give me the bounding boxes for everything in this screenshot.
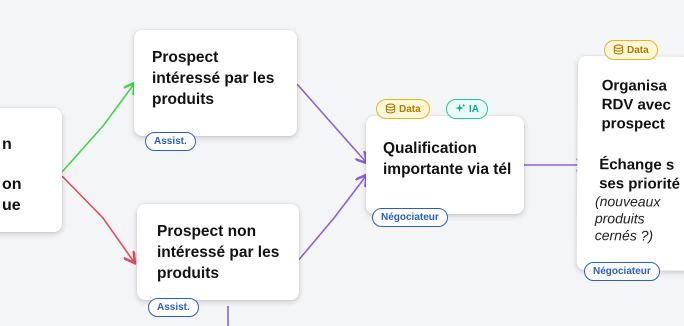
start-node-line-1: n [2,136,12,153]
sparkle-icon [455,103,466,113]
prospect-interested-card[interactable]: Prospect intéressé par les produits [134,30,297,136]
role-badge-assist: Assist. [145,132,196,151]
role-badge-negociateur: Négociateur [584,262,660,281]
rdv-card[interactable]: Organisa RDV avec prospect Échange s ses… [576,56,684,271]
qualification-title: Qualification importante via tél [383,140,512,178]
role-badge-assist: Assist. [148,298,199,317]
start-node-line-3: ue [2,197,21,214]
edge-not-interested-to-qualification [296,176,366,263]
rdv-title: Organisa RDV avec prospect [601,77,671,133]
data-tag: Data [604,40,658,60]
qualification-card[interactable]: Qualification importante via tél [366,116,524,214]
rdv-subtitle: Échange s ses priorité [599,156,681,193]
start-node-card[interactable]: n on ue [0,108,62,232]
edge-interested-to-qualification [296,83,366,162]
ia-tag: IA [446,99,488,119]
edge-to-interested [61,84,134,173]
database-icon [385,103,396,114]
prospect-not-interested-title: Prospect non intéressé par les produits [157,223,280,282]
database-icon [613,44,624,55]
rdv-italic-note: (nouveaux produits cernés ?) [594,193,661,244]
data-tag: Data [376,99,430,119]
ia-tag-label: IA [469,104,479,115]
start-node-line-2: on [2,176,22,193]
role-badge-negociateur: Négociateur [372,208,448,227]
data-tag-label: Data [627,45,649,56]
data-tag-label: Data [399,104,421,115]
edge-to-not-interested [61,175,134,262]
prospect-not-interested-card[interactable]: Prospect non intéressé par les produits [137,204,299,300]
prospect-interested-title: Prospect intéressé par les produits [152,49,275,108]
